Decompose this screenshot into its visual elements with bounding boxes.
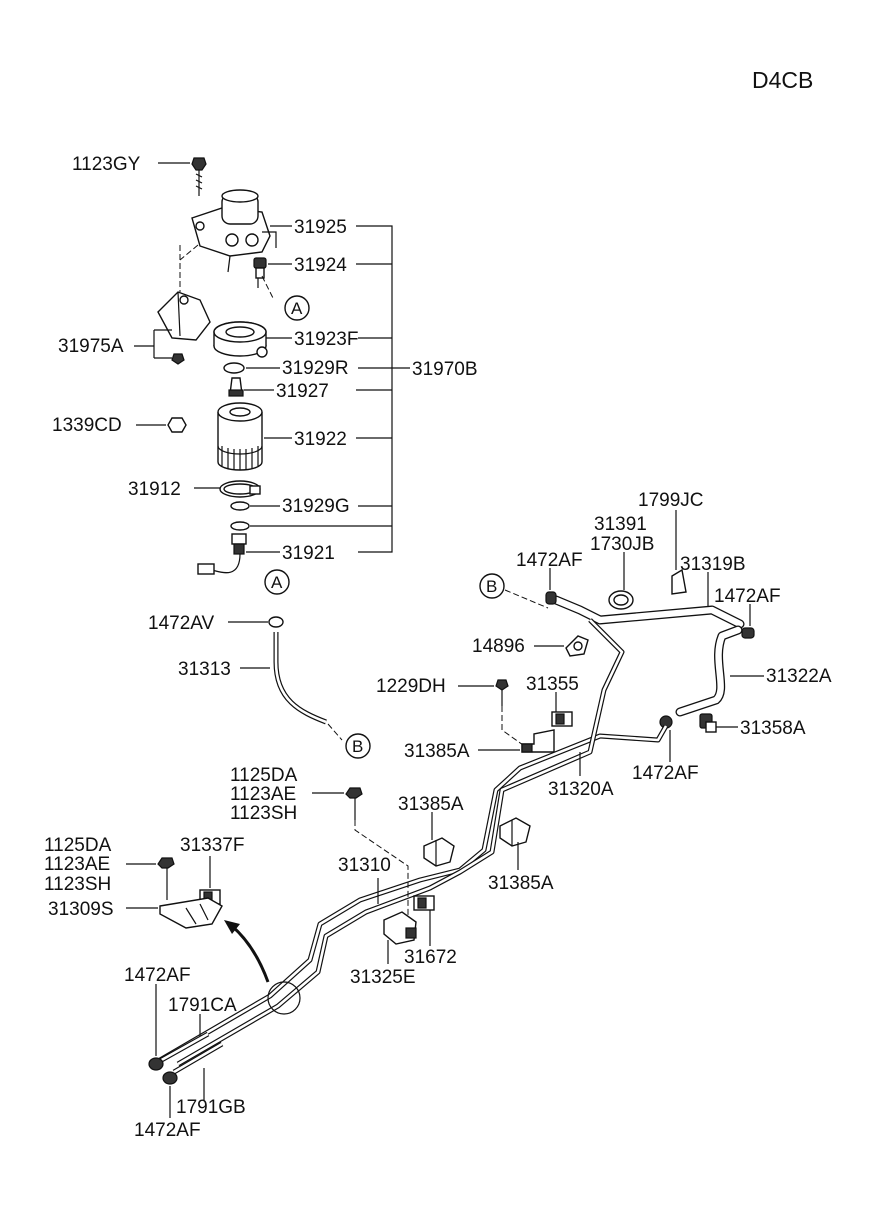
label-31975A: 31975A [58,336,124,357]
clip-31358A-icon [699,713,717,733]
label-31385A-b: 31385A [398,794,464,815]
label-31929R: 31929R [282,358,349,379]
o-ring-31929G [230,501,250,511]
label-31322A: 31322A [766,666,832,687]
bracket-31325E [383,911,417,945]
filter-head-31925 [191,189,277,273]
fuel-line-31310 [176,618,625,1067]
label-1799JC: 1799JC [638,490,704,511]
label-31313: 31313 [178,659,231,680]
water-sensor-31921 [197,533,247,575]
nut-1339CD-icon [167,417,187,433]
label-1791CA: 1791CA [168,995,237,1016]
svg-text:B: B [486,577,497,596]
label-1123SH-b: 1123SH [44,874,111,895]
svg-text:A: A [271,573,283,592]
label-31385A-c: 31385A [488,873,554,894]
svg-text:A: A [291,299,303,318]
label-31970B: 31970B [412,359,478,380]
label-1125DA-a: 1125DA [230,765,298,786]
label-1472AF-a: 1472AF [516,550,583,571]
label-1123AE-a: 1123AE [230,784,296,805]
label-31355: 31355 [526,674,579,695]
label-1791GB: 1791GB [176,1097,246,1118]
label-1472AF-e: 1472AF [134,1120,201,1141]
clip-1799JC-icon [671,568,687,595]
label-31929G: 31929G [282,496,350,517]
bolt-1123GY-icon [191,157,207,196]
label-31358A: 31358A [740,718,806,739]
bolt-1125DA-b-icon [157,857,175,900]
clip-31672-icon [413,895,435,911]
clip-14896-icon [565,635,589,657]
bracket-31385A-a [521,729,555,753]
arrow-icon [224,920,270,983]
label-31337F: 31337F [180,835,244,856]
label-31319B: 31319B [680,554,746,575]
o-ring-lower [230,521,250,531]
label-1472AF-c: 1472AF [632,763,699,784]
label-31309S: 31309S [48,899,114,920]
label-31385A-a: 31385A [404,741,470,762]
label-1123AE-b: 1123AE [44,854,110,875]
clip-1472AV-icon [268,616,284,628]
hose-31313 [273,632,343,741]
label-1472AV: 1472AV [148,613,215,634]
bracket-31385A-b [423,837,455,867]
label-1229DH: 1229DH [376,676,446,697]
label-31320A: 31320A [548,779,614,800]
cap-1472AF-d-icon [148,1057,164,1071]
connector-A-lower [264,569,290,595]
label-1123SH-a: 1123SH [230,803,297,824]
clamp-31391-icon [608,590,634,610]
clip-1472AF-a-icon [545,591,557,605]
valve-31927-icon [228,377,244,397]
hose-31322A [675,625,743,717]
hose-31319B [551,595,745,629]
label-1125DA-b: 1125DA [44,835,112,856]
connector-A-upper [284,295,310,321]
label-1472AF-b: 1472AF [714,586,781,607]
tube-end-1791CA [156,1031,210,1065]
label-31921: 31921 [282,543,335,564]
label-31391: 31391 [594,514,647,535]
connector-B-upper [479,573,505,599]
label-14896: 14896 [472,636,525,657]
clip-1472AF-b-icon [741,627,755,639]
bracket-31309S [159,897,223,929]
o-ring-31929R [223,362,245,374]
label-1339CD: 1339CD [52,415,122,436]
tube-end-1791GB [172,1041,224,1075]
label-31922: 31922 [294,429,347,450]
connector-B-lower [345,733,371,759]
bolt-1125DA-a-icon [345,787,363,820]
zoom-circle [267,981,301,1015]
label-31912: 31912 [128,479,181,500]
filter-element-31922 [217,402,263,471]
label-31925: 31925 [294,217,347,238]
label-31923F: 31923F [294,329,358,350]
bracket-31975A [157,291,211,365]
label-31325E: 31325E [350,967,416,988]
label-31310: 31310 [338,855,391,876]
cap-1472AF-e-icon [162,1071,178,1085]
clamp-band-31912 [219,480,261,498]
bracket-31385A-c [499,817,531,847]
label-31672: 31672 [404,947,457,968]
clip-31355-icon [551,711,573,727]
model-code: D4CB [752,67,813,93]
label-1123GY: 1123GY [72,154,141,175]
label-1472AF-d: 1472AF [124,965,191,986]
label-31924: 31924 [294,255,347,276]
fitting-31924-icon [253,257,267,288]
label-31927: 31927 [276,381,329,402]
filter-cap-31923F [213,321,268,358]
svg-text:B: B [352,737,363,756]
label-1730JB: 1730JB [590,534,654,555]
bolt-1229DH-icon [495,679,509,706]
